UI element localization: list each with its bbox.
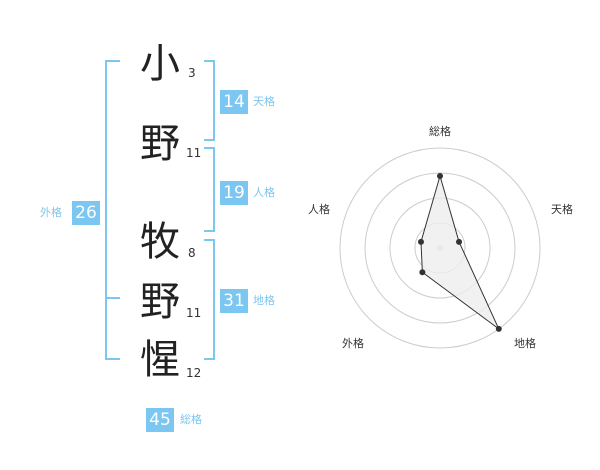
radar-label-gaikaku: 外格 [342,337,364,350]
soukaku-value: 45 [146,408,174,432]
chikaku-value: 31 [220,289,248,313]
stroke-count-4: 11 [186,306,202,320]
tenkaku-value: 14 [220,90,248,114]
tenkaku-label: 天格 [253,95,275,108]
jinkaku-value: 19 [220,181,248,205]
radar-label-chikaku: 地格 [514,337,536,350]
radar-point-4 [419,269,426,276]
gaikaku-label: 外格 [40,206,62,219]
radar-point-5 [417,238,424,245]
gaikaku-value: 26 [72,201,100,225]
name-char-4: 野 [140,279,180,325]
name-char-5: 惺 [140,337,180,383]
name-char-3: 牧 [140,219,180,265]
chikaku-label: 地格 [253,294,275,307]
radar-label-jinkaku: 人格 [308,203,330,216]
soukaku-label: 総格 [180,413,202,426]
name-char-1: 小 [140,41,180,87]
radar-label-soukaku: 総格 [429,125,451,138]
stroke-count-2: 11 [186,146,202,160]
radar-point-2 [456,238,463,245]
radar-point-3 [495,325,502,332]
name-char-2: 野 [140,121,180,167]
stroke-count-3: 8 [188,246,196,260]
radar-ring [339,147,541,349]
stroke-count-5: 12 [186,366,202,380]
radar-label-tenkaku: 天格 [551,203,573,216]
radar-polygon [420,174,500,330]
radar-point-1 [437,173,443,179]
stroke-count-1: 3 [188,66,196,80]
jinkaku-label: 人格 [253,186,275,199]
